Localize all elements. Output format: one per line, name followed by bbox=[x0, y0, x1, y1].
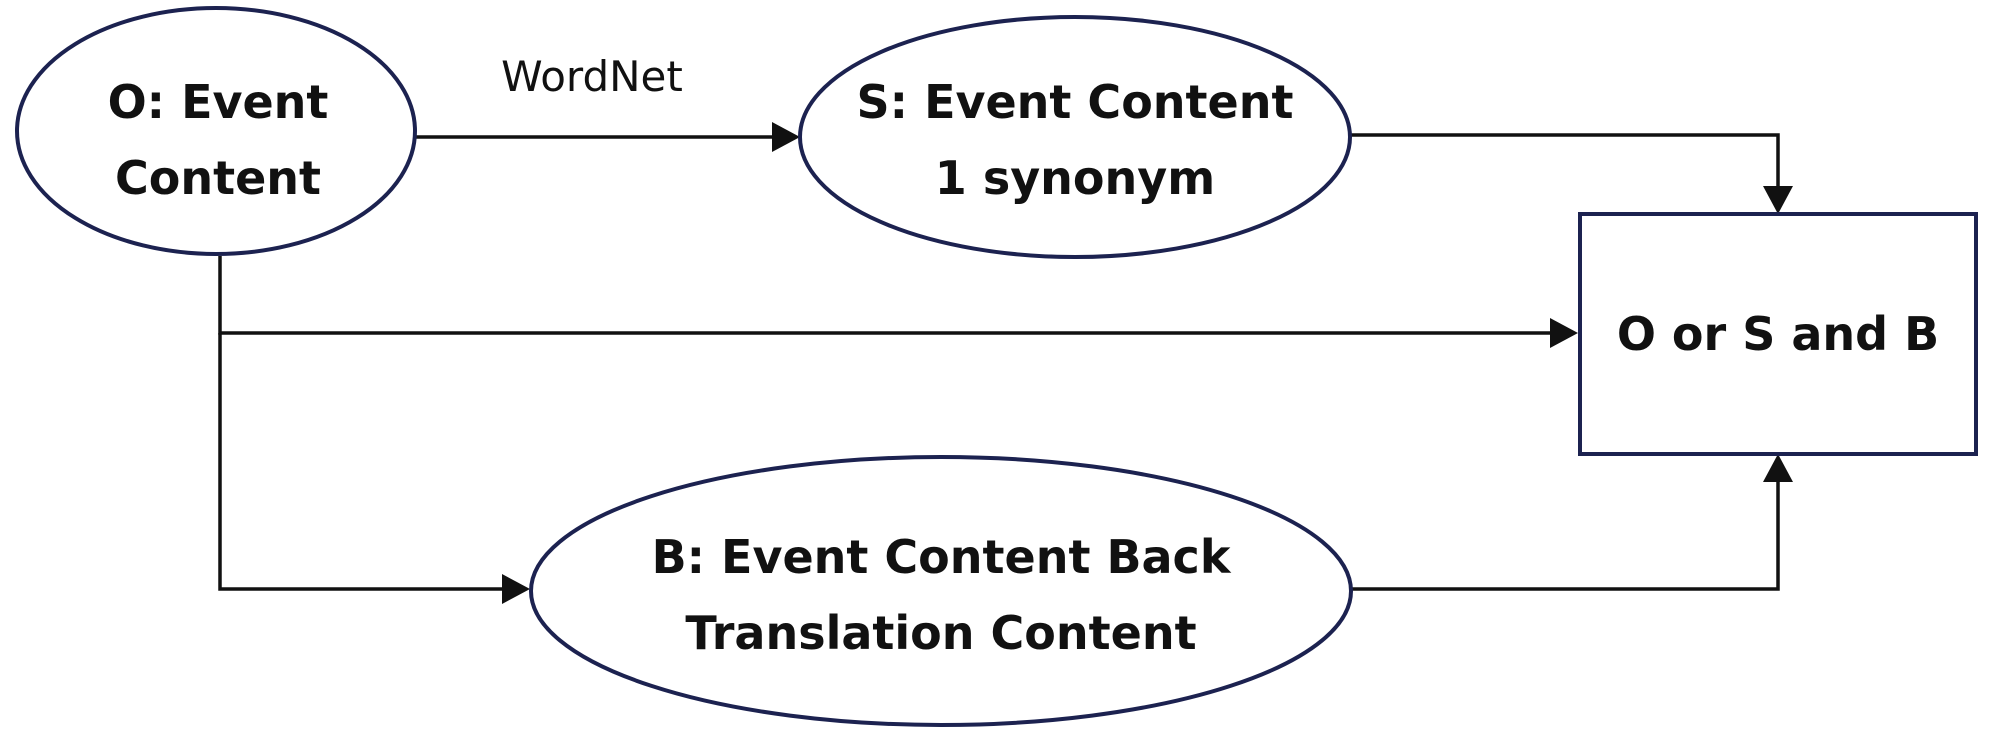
node-o: O: Event Content bbox=[15, 6, 417, 256]
arrow-s-to-result-head bbox=[1763, 186, 1793, 214]
node-s: S: Event Content 1 synonym bbox=[798, 15, 1352, 259]
node-result-box bbox=[1578, 212, 1978, 456]
arrow-o-to-s-head bbox=[772, 122, 800, 152]
arrow-o-to-b-head bbox=[502, 574, 530, 604]
node-o-line1: O: Event bbox=[108, 75, 329, 129]
node-o-ellipse bbox=[15, 6, 417, 256]
edge-label-wordnet: WordNet bbox=[501, 52, 683, 101]
arrow-b-to-result-head bbox=[1763, 454, 1793, 482]
node-result-label: O or S and B bbox=[1617, 307, 1939, 361]
node-result: O or S and B bbox=[1578, 212, 1978, 456]
node-b-line2: Translation Content bbox=[685, 606, 1196, 660]
arrow-o-to-result-head bbox=[1550, 318, 1578, 348]
edge-o-to-result bbox=[218, 256, 1578, 348]
node-b: B: Event Content Back Translation Conten… bbox=[529, 455, 1353, 727]
edge-s-to-result bbox=[1350, 133, 1793, 214]
edge-b-to-result bbox=[1349, 454, 1793, 591]
edge-o-to-s bbox=[416, 122, 800, 152]
node-s-ellipse bbox=[798, 15, 1352, 259]
node-s-line2: 1 synonym bbox=[935, 151, 1215, 205]
node-s-line1: S: Event Content bbox=[857, 75, 1294, 129]
node-o-line2: Content bbox=[115, 151, 321, 205]
edge-o-to-b bbox=[218, 333, 530, 604]
node-b-ellipse bbox=[529, 455, 1353, 727]
node-b-line1: B: Event Content Back bbox=[652, 530, 1232, 584]
